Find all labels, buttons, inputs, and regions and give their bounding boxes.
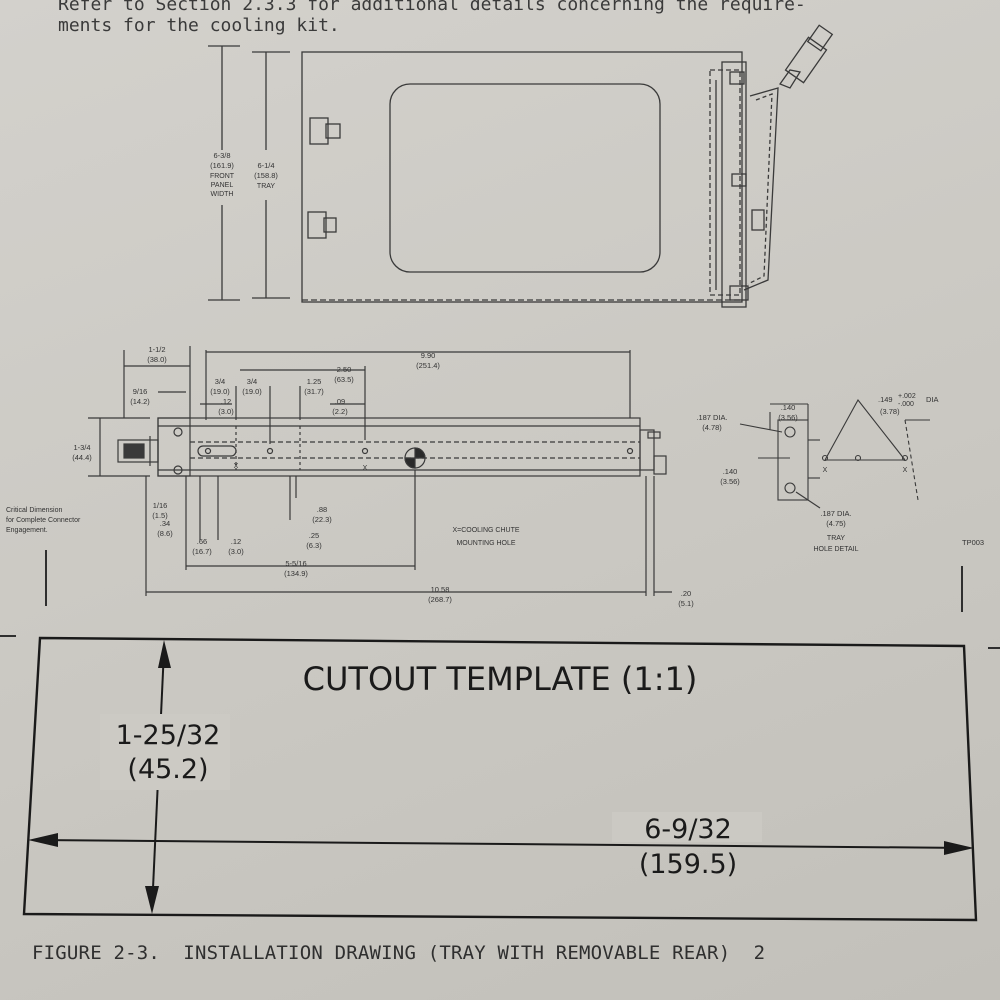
dim-12-a: .12 <box>221 397 231 406</box>
detail-149: .149 <box>878 395 893 404</box>
dim-34: .34 <box>160 519 170 528</box>
critical-note-1: Critical Dimension <box>6 507 63 514</box>
dim-1-3-4-mm: (44.4) <box>72 453 92 462</box>
dim-5-5-16: 5-5/16 <box>285 559 306 568</box>
x-mark-1: X <box>234 463 239 470</box>
figure-caption: FIGURE 2-3. INSTALLATION DRAWING (TRAY W… <box>32 942 1000 964</box>
detail-x-1: X <box>823 467 828 474</box>
dim-2-50-mm: (63.5) <box>334 375 354 384</box>
detail-title-2: HOLE DETAIL <box>814 546 859 553</box>
dim-1-25: 1.25 <box>307 377 322 386</box>
dim-9-90-mm: (251.4) <box>416 361 440 370</box>
intro-paragraph: Refer to Section 2.3.3 for additional de… <box>58 0 998 36</box>
critical-note-2: for Complete Connector <box>6 517 81 524</box>
dim-9-16: 9/16 <box>133 387 148 396</box>
dim-09-mm: (2.2) <box>332 407 348 416</box>
dim-3-4-a-mm: (19.0) <box>210 387 230 396</box>
detail-187-b: .187 DIA. <box>820 509 851 518</box>
dim-20-mm: (5.1) <box>678 599 694 608</box>
detail-title-1: TRAY <box>827 535 845 542</box>
ref-number: TP003 <box>962 538 984 547</box>
dim-12-b-mm: (3.0) <box>228 547 244 556</box>
critical-note-3: Engagement. <box>6 527 48 534</box>
cutout-title: CUTOUT TEMPLATE (1:1) <box>303 660 698 698</box>
detail-140-b-mm: (3.56) <box>720 477 740 486</box>
caption-text: FIGURE 2-3. INSTALLATION DRAWING (TRAY W… <box>32 942 731 964</box>
cutout-height-mm: (45.2) <box>127 754 208 785</box>
dim-88: .88 <box>317 505 327 514</box>
front-panel-frac: 6-3/8 <box>213 151 230 160</box>
front-panel-l1: FRONT <box>210 173 235 180</box>
dim-12-a-mm: (3.0) <box>218 407 234 416</box>
front-panel-l2: PANEL <box>211 182 234 189</box>
dim-25: .25 <box>309 531 319 540</box>
dim-5-5-16-mm: (134.9) <box>284 569 308 578</box>
dim-3-4-b-mm: (19.0) <box>242 387 262 396</box>
dim-9-16-mm: (14.2) <box>130 397 150 406</box>
dim-25-mm: (6.3) <box>306 541 322 550</box>
detail-187-a-mm: (4.78) <box>702 423 722 432</box>
intro-line-1: Refer to Section 2.3.3 for additional de… <box>58 0 806 15</box>
registration-marks <box>0 550 1000 649</box>
dim-2-50: 2.50 <box>337 365 352 374</box>
detail-140-a: .140 <box>781 403 796 412</box>
tray-frac: 6-1/4 <box>257 161 274 170</box>
dim-09: .09 <box>335 397 345 406</box>
top-view-labels: 6-3/8 (161.9) FRONT PANEL WIDTH 6-1/4 (1… <box>210 151 278 198</box>
dim-1-16: 1/16 <box>153 501 168 510</box>
detail-140-b: .140 <box>723 467 738 476</box>
cutout-template: CUTOUT TEMPLATE (1:1) 1-25/32 (45.2) 6-9… <box>22 636 978 922</box>
side-view-labels: 1-1/2 (38.0) 9.90 (251.4) 2.50 (63.5) 9/… <box>6 345 694 608</box>
dim-9-90: 9.90 <box>421 351 436 360</box>
chute-note-1: X=COOLING CHUTE <box>452 527 519 534</box>
intro-line-2: ments for the cooling kit. <box>58 15 340 36</box>
cutout-width-mm: (159.5) <box>639 849 737 880</box>
cutout-width-frac: 6-9/32 <box>644 814 732 845</box>
detail-140-a-mm: (3.56) <box>778 413 798 422</box>
tray-l1: TRAY <box>257 183 275 190</box>
dim-66: .66 <box>197 537 207 546</box>
detail-187-b-mm: (4.75) <box>826 519 846 528</box>
tray-detail-labels: .187 DIA. (4.78) .140 (3.56) .149 +.002 … <box>696 393 984 553</box>
dim-12-b: .12 <box>231 537 241 546</box>
tray-hole-detail <box>739 399 930 509</box>
detail-x-2: X <box>903 467 908 474</box>
dim-1-1-2-mm: (38.0) <box>147 355 167 364</box>
x-mark-2: X <box>363 465 368 472</box>
dim-3-4-b: 3/4 <box>247 377 257 386</box>
dim-34-mm: (8.6) <box>157 529 173 538</box>
tray-mm: (158.8) <box>254 171 278 180</box>
dim-66-mm: (16.7) <box>192 547 212 556</box>
dim-10-58-mm: (268.7) <box>428 595 452 604</box>
chute-note-2: MOUNTING HOLE <box>456 540 515 547</box>
detail-149-tol-plus: +.002 <box>898 393 916 400</box>
dim-1-25-mm: (31.7) <box>304 387 324 396</box>
dim-10-58: 10.58 <box>431 585 450 594</box>
page-number: 2 <box>753 942 766 964</box>
dim-1-3-4: 1-3/4 <box>73 443 90 452</box>
detail-149-unit: DIA <box>926 395 939 404</box>
cutout-height-frac: 1-25/32 <box>116 720 221 751</box>
front-panel-l3: WIDTH <box>211 191 234 198</box>
tray-top-view <box>208 24 834 308</box>
dim-1-1-2: 1-1/2 <box>148 345 165 354</box>
front-panel-mm: (161.9) <box>210 161 234 170</box>
detail-149-tol-minus: -.000 <box>898 401 914 408</box>
dim-3-4-a: 3/4 <box>215 377 225 386</box>
detail-187-a: .187 DIA. <box>696 413 727 422</box>
tray-side-view <box>88 346 672 596</box>
dim-88-mm: (22.3) <box>312 515 332 524</box>
dim-1-16-mm: (1.5) <box>152 511 168 520</box>
dim-20: .20 <box>681 589 691 598</box>
detail-149-mm: (3.78) <box>880 407 900 416</box>
